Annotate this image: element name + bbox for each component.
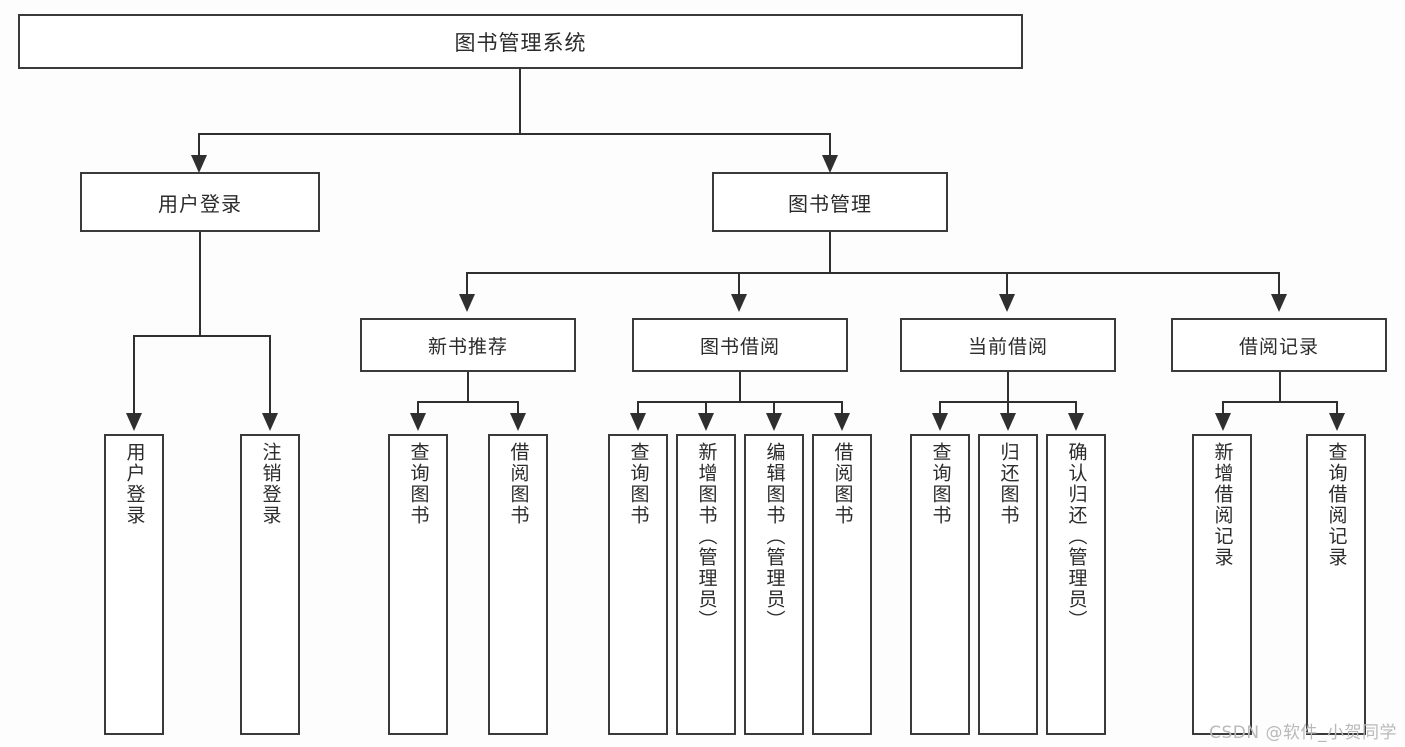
arrow-book-mgmt-to-current xyxy=(999,294,1015,312)
connector-current-trunk xyxy=(1007,372,1009,402)
arrow-borrow-leaf-3 xyxy=(766,413,782,431)
leaf-new-book-query-book[interactable]: 查询图书 xyxy=(388,434,448,735)
connector-new-book-bar xyxy=(417,401,519,403)
arrow-borrow-leaf-1 xyxy=(630,413,646,431)
connector-book-mgmt-drop-1 xyxy=(466,272,468,296)
connector-record-bar xyxy=(1222,401,1338,403)
node-label: 当前借阅 xyxy=(967,335,1048,358)
connector-book-mgmt-drop-3 xyxy=(1006,272,1008,296)
connector-new-book-trunk xyxy=(467,372,469,402)
node-label: 用户登录 xyxy=(123,442,146,526)
leaf-borrow-record-add-record[interactable]: 新增借阅记录 xyxy=(1192,434,1252,735)
arrow-current-leaf-1 xyxy=(932,413,948,431)
connector-current-drop-2 xyxy=(1007,401,1009,415)
leaf-current-borrow-query-book[interactable]: 查询图书 xyxy=(910,434,970,735)
node-label: 图书管理 xyxy=(788,191,872,216)
leaf-user-login-login[interactable]: 用户登录 xyxy=(104,434,164,735)
node-label: 新书推荐 xyxy=(427,335,508,358)
connector-user-login-bar xyxy=(133,335,271,337)
node-label: 新增借阅记录 xyxy=(1211,442,1234,568)
connector-book-mgmt-drop-2 xyxy=(738,272,740,296)
leaf-book-borrow-edit-book-admin[interactable]: 编辑图书（管理员） xyxy=(744,434,804,735)
connector-root-bar xyxy=(198,133,830,135)
connector-record-trunk xyxy=(1279,372,1281,402)
connector-record-drop-1 xyxy=(1222,401,1224,415)
connector-current-drop-1 xyxy=(939,401,941,415)
arrow-record-leaf-2 xyxy=(1329,413,1345,431)
leaf-book-borrow-borrow-book[interactable]: 借阅图书 xyxy=(812,434,872,735)
connector-user-login-trunk xyxy=(199,232,201,336)
node-label: 用户登录 xyxy=(158,191,242,216)
arrow-new-book-leaf-2 xyxy=(510,413,526,431)
node-label: 归还图书 xyxy=(997,442,1020,526)
node-new-book-recommend[interactable]: 新书推荐 xyxy=(360,318,576,372)
connector-root-trunk xyxy=(519,68,521,134)
node-label: 图书管理系统 xyxy=(454,30,587,55)
connector-user-login-drop-1 xyxy=(133,335,135,415)
node-root-book-management-system[interactable]: 图书管理系统 xyxy=(18,14,1023,69)
connector-new-book-drop-2 xyxy=(517,401,519,415)
node-user-login[interactable]: 用户登录 xyxy=(80,172,320,232)
arrow-book-mgmt-to-borrow xyxy=(731,294,747,312)
leaf-book-borrow-query-book[interactable]: 查询图书 xyxy=(608,434,668,735)
arrow-root-to-user-login xyxy=(191,155,207,173)
node-label: 确认归还（管理员） xyxy=(1065,442,1088,631)
arrow-user-login-leaf-1 xyxy=(126,413,142,431)
connector-book-mgmt-trunk xyxy=(829,232,831,274)
arrow-borrow-leaf-4 xyxy=(834,413,850,431)
connector-root-to-book-mgmt xyxy=(829,133,831,157)
leaf-borrow-record-query-record[interactable]: 查询借阅记录 xyxy=(1306,434,1366,735)
connector-borrow-bar xyxy=(637,401,843,403)
connector-borrow-drop-1 xyxy=(637,401,639,415)
node-current-borrow[interactable]: 当前借阅 xyxy=(900,318,1116,372)
connector-borrow-drop-2 xyxy=(705,401,707,415)
leaf-current-borrow-confirm-return-admin[interactable]: 确认归还（管理员） xyxy=(1046,434,1106,735)
connector-borrow-drop-4 xyxy=(841,401,843,415)
connector-borrow-drop-3 xyxy=(773,401,775,415)
node-label: 编辑图书（管理员） xyxy=(763,442,786,631)
watermark: CSDN @软件_小贺同学 xyxy=(1209,723,1397,743)
node-label: 新增图书（管理员） xyxy=(695,442,718,631)
node-label: 查询图书 xyxy=(627,442,650,526)
arrow-root-to-book-mgmt xyxy=(822,155,838,173)
node-borrow-record[interactable]: 借阅记录 xyxy=(1171,318,1387,372)
node-book-borrow[interactable]: 图书借阅 xyxy=(632,318,848,372)
node-label: 借阅记录 xyxy=(1238,335,1319,358)
arrow-user-login-leaf-2 xyxy=(262,413,278,431)
arrow-current-leaf-2 xyxy=(1000,413,1016,431)
arrow-borrow-leaf-2 xyxy=(698,413,714,431)
connector-current-drop-3 xyxy=(1075,401,1077,415)
arrow-record-leaf-1 xyxy=(1215,413,1231,431)
arrow-current-leaf-3 xyxy=(1068,413,1084,431)
connector-borrow-trunk xyxy=(739,372,741,402)
node-label: 查询借阅记录 xyxy=(1325,442,1348,568)
connector-root-to-user-login xyxy=(198,133,200,157)
arrow-book-mgmt-to-record xyxy=(1271,294,1287,312)
node-label: 借阅图书 xyxy=(507,442,530,526)
node-label: 图书借阅 xyxy=(699,335,780,358)
leaf-user-login-logout[interactable]: 注销登录 xyxy=(240,434,300,735)
arrow-new-book-leaf-1 xyxy=(410,413,426,431)
node-label: 查询图书 xyxy=(407,442,430,526)
leaf-current-borrow-return-book[interactable]: 归还图书 xyxy=(978,434,1038,735)
arrow-book-mgmt-to-new-book xyxy=(459,294,475,312)
node-label: 注销登录 xyxy=(259,442,282,526)
connector-book-mgmt-drop-4 xyxy=(1278,272,1280,296)
node-label: 借阅图书 xyxy=(831,442,854,526)
connector-book-mgmt-bar xyxy=(466,272,1278,274)
connector-record-drop-2 xyxy=(1336,401,1338,415)
connector-new-book-drop-1 xyxy=(417,401,419,415)
connector-user-login-drop-2 xyxy=(269,335,271,415)
node-label: 查询图书 xyxy=(929,442,952,526)
node-book-management[interactable]: 图书管理 xyxy=(712,172,948,232)
leaf-book-borrow-add-book-admin[interactable]: 新增图书（管理员） xyxy=(676,434,736,735)
leaf-new-book-borrow-book[interactable]: 借阅图书 xyxy=(488,434,548,735)
